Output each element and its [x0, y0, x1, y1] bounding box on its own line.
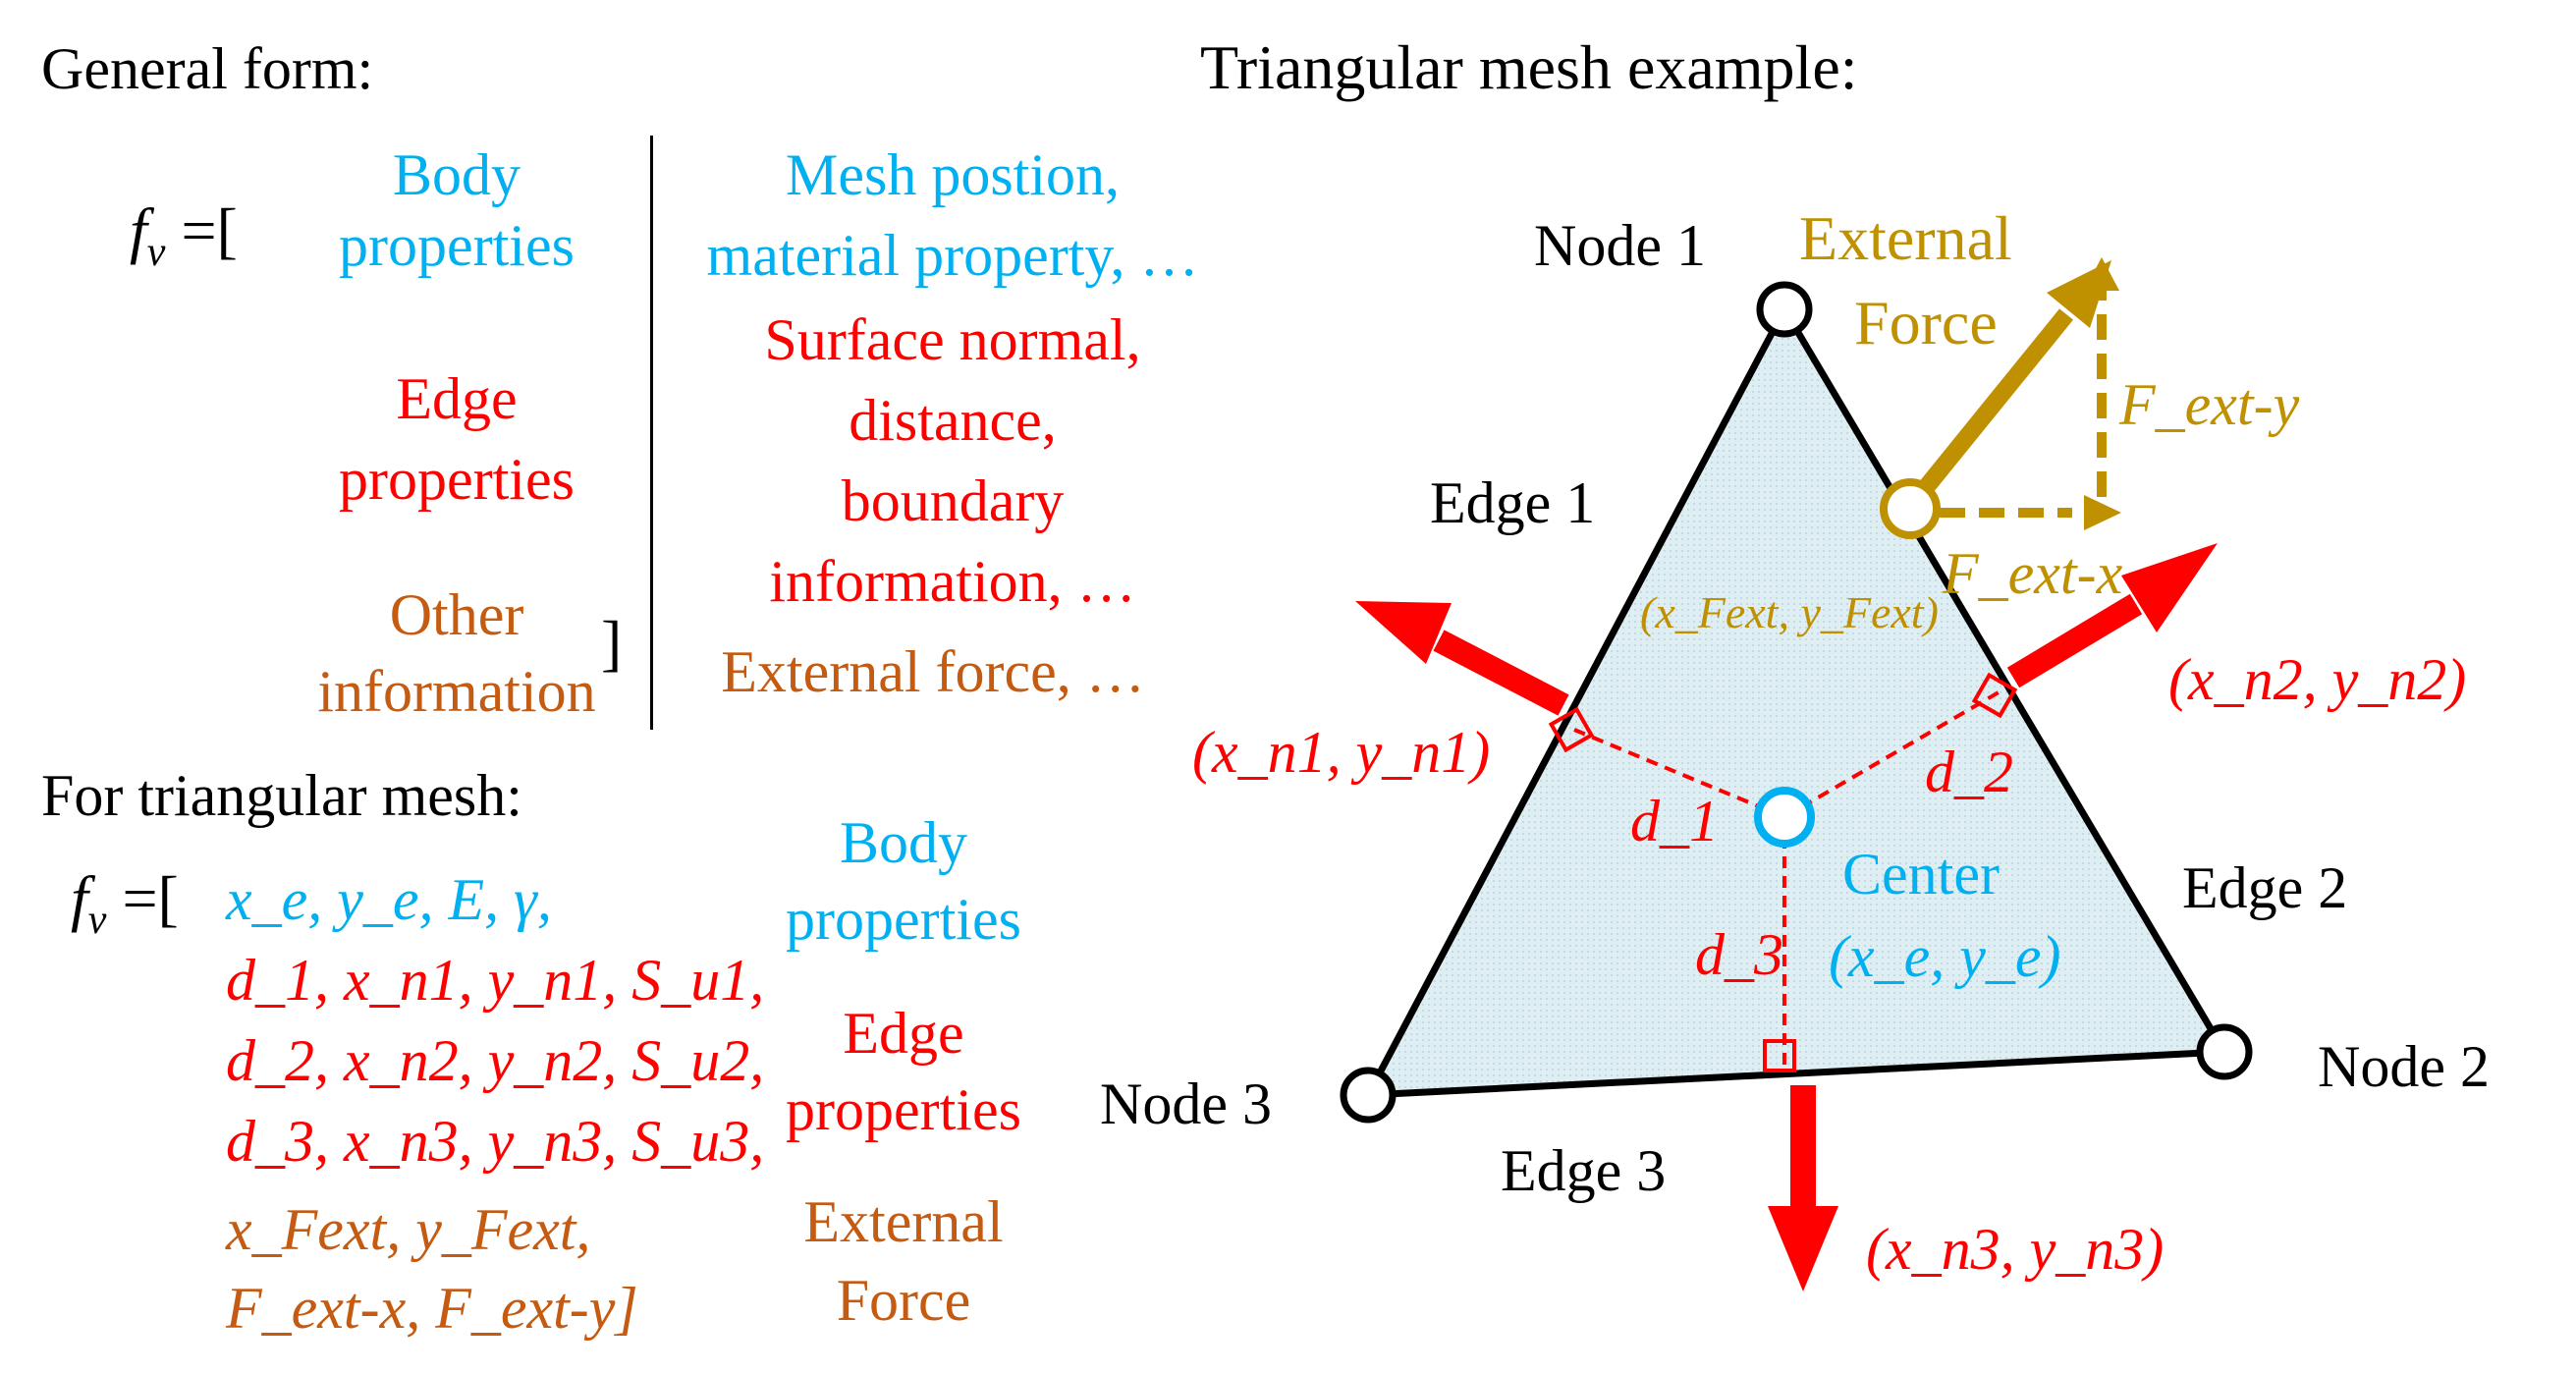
other-label-line-1: Other [389, 582, 524, 647]
body-desc-line-1: Mesh postion, [785, 142, 1121, 207]
fv-formula-general: fv =[ [130, 192, 238, 291]
general-form-heading: General form: [41, 36, 374, 101]
tri-body-vars: x_e, y_e, E, γ, [226, 867, 552, 932]
right-angle-marker-3 [1763, 1039, 1796, 1072]
edge-desc-line-2: distance, [849, 388, 1057, 453]
node-2-label: Node 2 [2318, 1034, 2490, 1099]
edge-label-line-1: Edge [396, 366, 518, 431]
tri-edge-vars-2: d_2, x_n2, y_n2, S_u2, [226, 1028, 765, 1093]
tri-edge-vars-3: d_3, x_n3, y_n3, S_u3, [226, 1109, 765, 1174]
edge-desc-line-3: boundary [841, 468, 1065, 533]
node-1-label: Node 1 [1534, 213, 1706, 278]
other-desc: External force, … [721, 639, 1145, 704]
fext-point-circle [1880, 478, 1941, 539]
right-angle-marker-1 [1548, 706, 1595, 753]
normal-arrow-1 [1355, 601, 1569, 716]
external-force-label-1: External [1799, 203, 2012, 273]
normal-arrow-2 [2006, 543, 2218, 688]
node-2-circle [2196, 1023, 2253, 1080]
fv-open-bracket-tri: =[ [106, 863, 179, 933]
center-coords: (x_e, y_e) [1829, 924, 2061, 989]
normal-2-coords: (x_n2, y_n2) [2168, 647, 2467, 712]
tri-ext-vars-2: F_ext-x, F_ext-y] [226, 1276, 638, 1341]
fv-subscript: v [146, 229, 166, 275]
tri-body-label-1: Body [839, 810, 968, 875]
fv-subscript-tri: v [87, 897, 107, 943]
diagram-title: Triangular mesh example: [1200, 32, 1858, 102]
fext-x-arrowhead [2084, 495, 2121, 530]
d3-label: d_3 [1695, 922, 1783, 987]
center-label: Center [1842, 842, 2000, 906]
normal-1-coords: (x_n1, y_n1) [1192, 720, 1491, 785]
right-angle-marker-2 [1971, 672, 2018, 719]
d2-line [1782, 690, 2001, 819]
fext-x-label: F_ext-x [1943, 541, 2123, 606]
edge-desc-line-1: Surface normal, [764, 307, 1141, 372]
tri-body-label-2: properties [786, 887, 1021, 952]
tri-ext-label-1: External [803, 1189, 1004, 1254]
external-force-label-2: Force [1854, 288, 1998, 357]
tri-edge-label-2: properties [786, 1077, 1021, 1142]
fext-y-label: F_ext-y [2119, 372, 2300, 437]
body-desc-line-2: material property, … [706, 223, 1199, 288]
node-3-circle [1340, 1067, 1397, 1124]
edge-desc-line-4: information, … [769, 549, 1136, 614]
d2-label: d_2 [1925, 740, 2013, 804]
other-label-line-2: information [317, 659, 596, 724]
fv-open-bracket: =[ [165, 195, 238, 265]
fv-formula-tri: fv =[ [71, 860, 179, 959]
close-bracket-general: ] [601, 608, 623, 678]
node-1-circle [1756, 281, 1813, 338]
normal-arrow-3 [1768, 1085, 1838, 1291]
triangle-mesh [1364, 305, 2228, 1099]
edge-label-line-2: properties [339, 447, 575, 512]
tri-edge-label-1: Edge [843, 1001, 964, 1066]
separator-line [650, 136, 653, 730]
fext-coords: (x_Fext, y_Fext) [1640, 587, 1939, 637]
center-circle [1754, 787, 1815, 848]
fv-symbol-tri: f [71, 863, 88, 933]
tri-edge-vars-1: d_1, x_n1, y_n1, S_u1, [226, 948, 765, 1013]
tri-mesh-heading: For triangular mesh: [41, 763, 522, 828]
edge-3-label: Edge 3 [1501, 1138, 1667, 1203]
body-properties-label: Body properties [339, 142, 575, 278]
edge-1-label: Edge 1 [1430, 470, 1596, 535]
tri-ext-label-2: Force [836, 1268, 971, 1333]
normal-3-coords: (x_n3, y_n3) [1866, 1217, 2165, 1282]
edge-2-label: Edge 2 [2182, 855, 2348, 920]
tri-ext-vars-1: x_Fext, y_Fext, [226, 1197, 591, 1262]
d1-label: d_1 [1630, 789, 1719, 853]
node-3-label: Node 3 [1100, 1071, 1272, 1136]
fext-y-arrowhead [2084, 257, 2119, 291]
fv-symbol: f [130, 195, 147, 265]
